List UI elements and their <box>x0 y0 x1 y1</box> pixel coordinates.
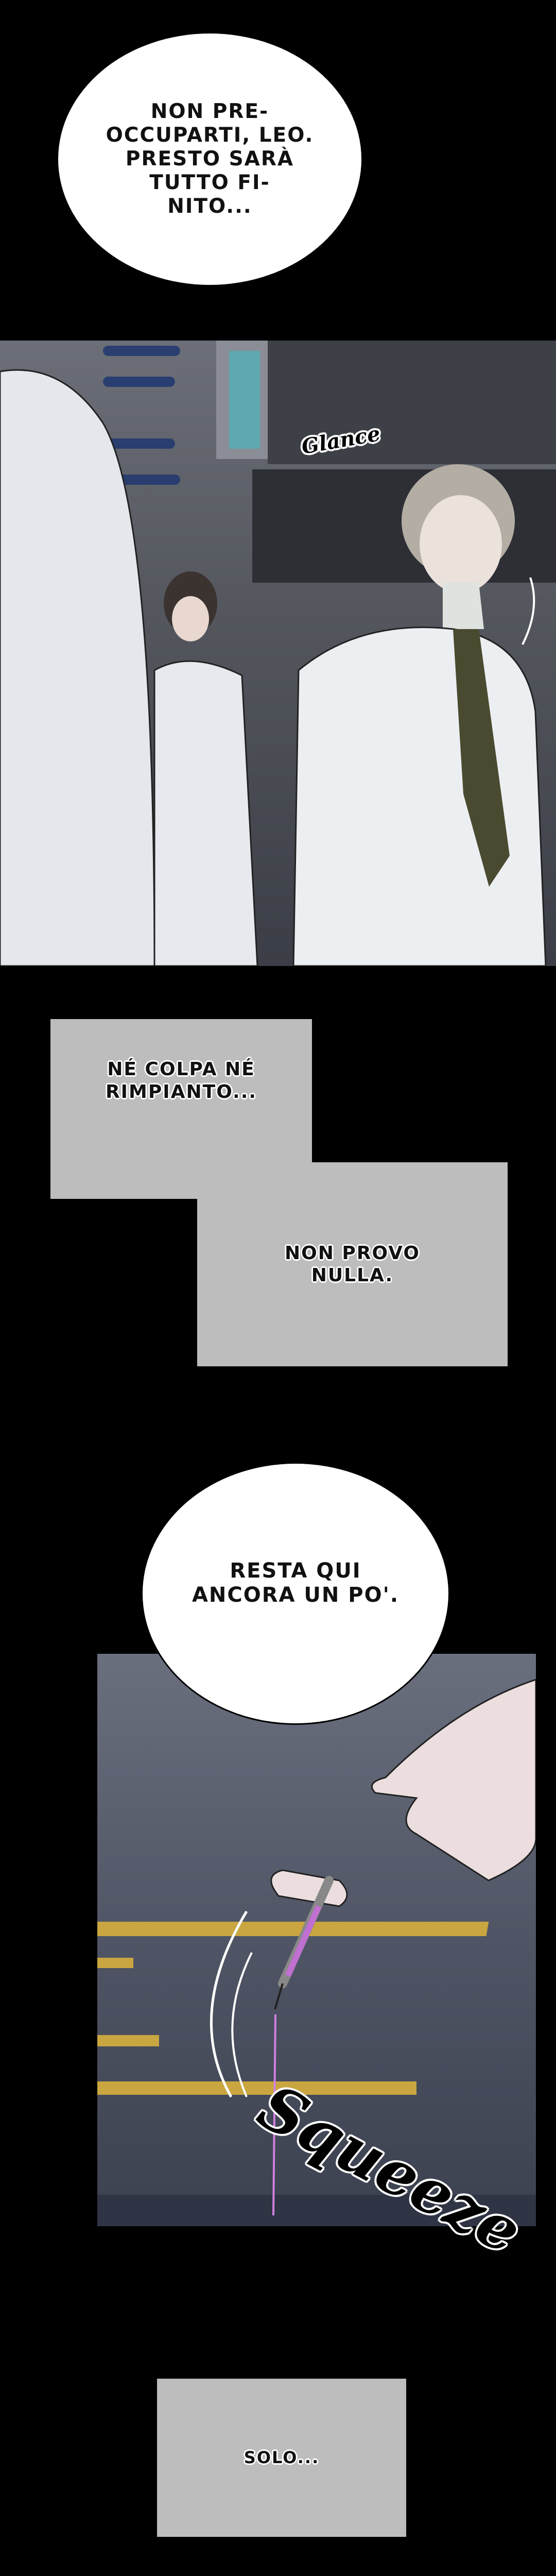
caption-text: NÉ COLPA NÉ RIMPIANTO... <box>105 1059 257 1103</box>
lab-illustration <box>0 341 556 966</box>
caption-text: NON PROVO NULLA. <box>285 1242 420 1286</box>
caption-box-1: NÉ COLPA NÉ RIMPIANTO... <box>50 1019 312 1199</box>
caption-box-3: SOLO... <box>157 2379 406 2537</box>
speech-bubble-1: NON PRE- OCCUPARTI, LEO. PRESTO SARÀ TUT… <box>57 32 363 286</box>
caption-box-2: NON PROVO NULLA. <box>197 1162 508 1366</box>
panel-syringe-hand <box>97 1654 536 2226</box>
caption-text: SOLO... <box>244 2448 320 2468</box>
speech-bubble-text: NON PRE- OCCUPARTI, LEO. PRESTO SARÀ TUT… <box>106 99 314 218</box>
syringe-illustration <box>97 1679 536 2226</box>
panel-lab-scientists: Glance <box>0 341 556 966</box>
speech-bubble-2: RESTA QUI ANCORA UN PO'. <box>141 1462 450 1725</box>
speech-bubble-text: RESTA QUI ANCORA UN PO'. <box>192 1558 399 1607</box>
